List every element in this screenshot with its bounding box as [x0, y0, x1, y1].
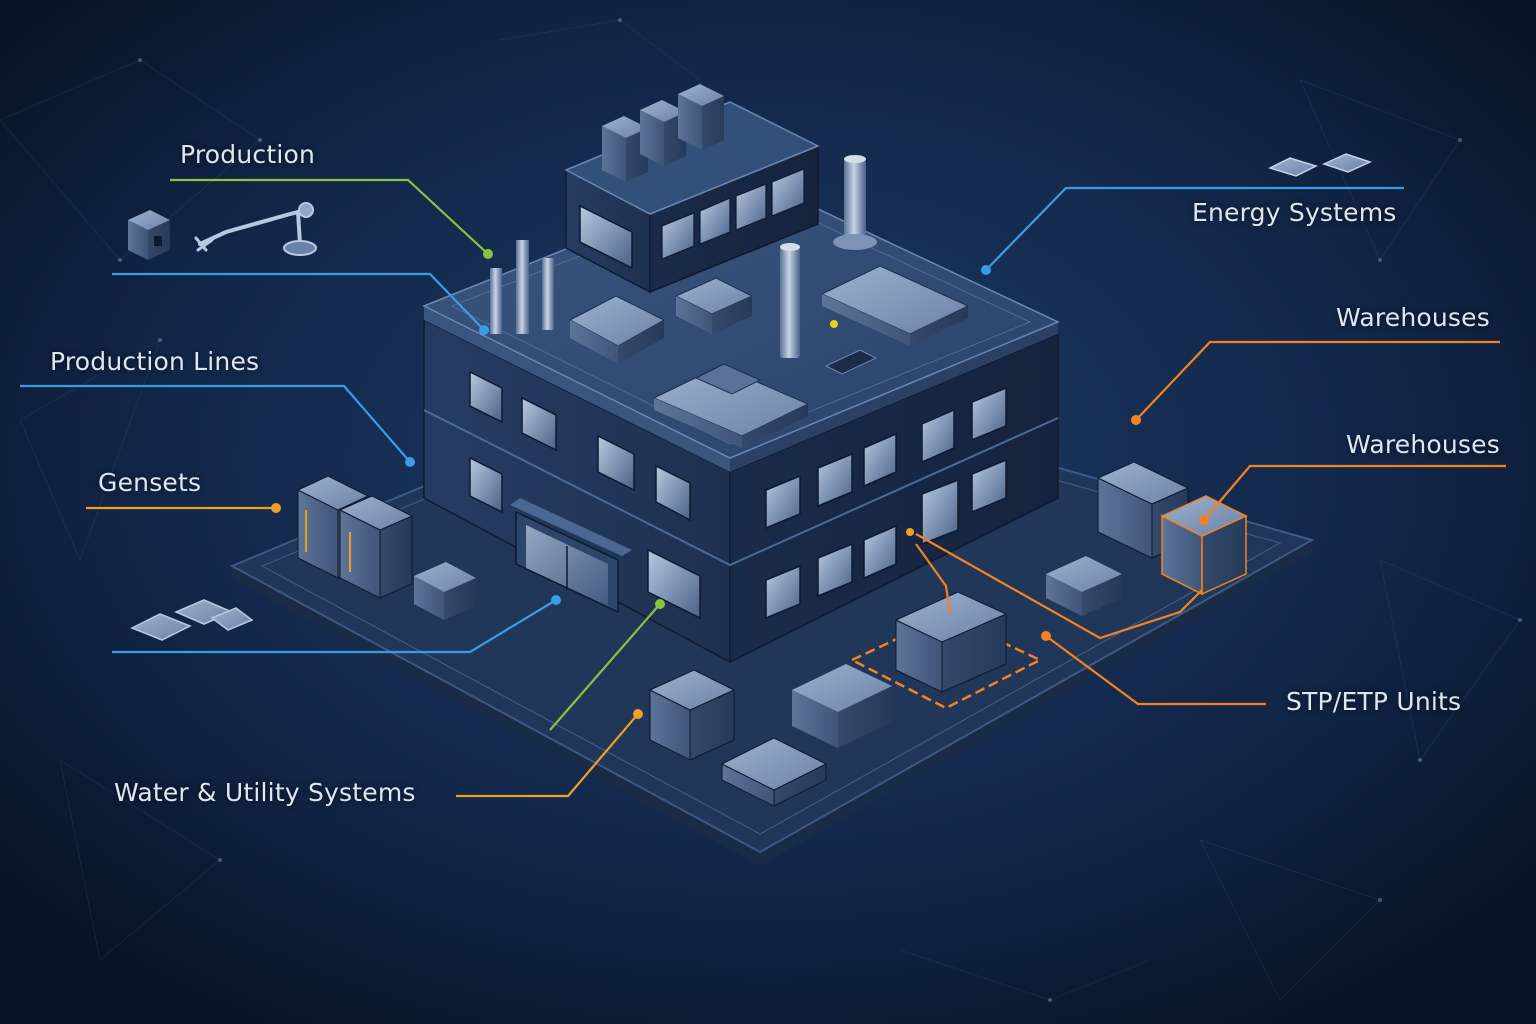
- genset-units: [296, 475, 476, 620]
- label-gensets: Gensets: [98, 468, 202, 497]
- penthouse-hvac-units: [602, 84, 724, 182]
- callout-warehouse-route: [915, 533, 1203, 640]
- callout-energy: [985, 186, 1404, 271]
- callout-warehouses-1: [1135, 340, 1500, 421]
- callout-production-lines-2: [20, 384, 411, 463]
- label-stp-etp-units: STP/ETP Units: [1286, 687, 1462, 716]
- label-warehouses-upper: Warehouses: [1336, 303, 1490, 332]
- industrial-robot-arm-icon: [194, 202, 317, 256]
- label-warehouses-lower: Warehouses: [1346, 430, 1500, 459]
- callout-water-green: [549, 603, 661, 731]
- warehouse-units: [1046, 461, 1248, 616]
- callout-stp: [1045, 635, 1266, 706]
- rooftop-penthouse: [564, 101, 820, 294]
- network-pattern: [0, 19, 1521, 1001]
- callout-production: [170, 178, 489, 255]
- callout-dots: [271, 249, 1209, 719]
- server-cabinet-icon: [128, 210, 170, 260]
- stp-etp-units: [849, 591, 1043, 710]
- label-production: Production: [180, 140, 316, 169]
- exhaust-stacks: [490, 155, 877, 358]
- callout-production-lines: [112, 272, 485, 331]
- callout-warehouses-2: [1203, 464, 1506, 521]
- vehicle-icon: [130, 599, 254, 641]
- windows-left-upper: [469, 370, 691, 522]
- network-nodes: [118, 18, 1522, 1002]
- label-energy-systems: Energy Systems: [1192, 198, 1397, 227]
- entrance-doorway: [510, 498, 632, 614]
- rooftop-machinery: [568, 265, 970, 448]
- label-production-lines: Production Lines: [50, 347, 260, 376]
- windows-left-lower: [469, 456, 701, 620]
- chip-icon: [1267, 153, 1373, 177]
- main-building: [422, 84, 1060, 664]
- callout-genset-bottom: [112, 599, 557, 654]
- windows-right: [765, 386, 1007, 620]
- label-water-utility-systems: Water & Utility Systems: [114, 778, 416, 807]
- callout-lines: [20, 178, 1506, 798]
- water-utility-units: [648, 664, 892, 807]
- callout-water-utility: [456, 713, 639, 798]
- callout-stp-route: [915, 543, 952, 615]
